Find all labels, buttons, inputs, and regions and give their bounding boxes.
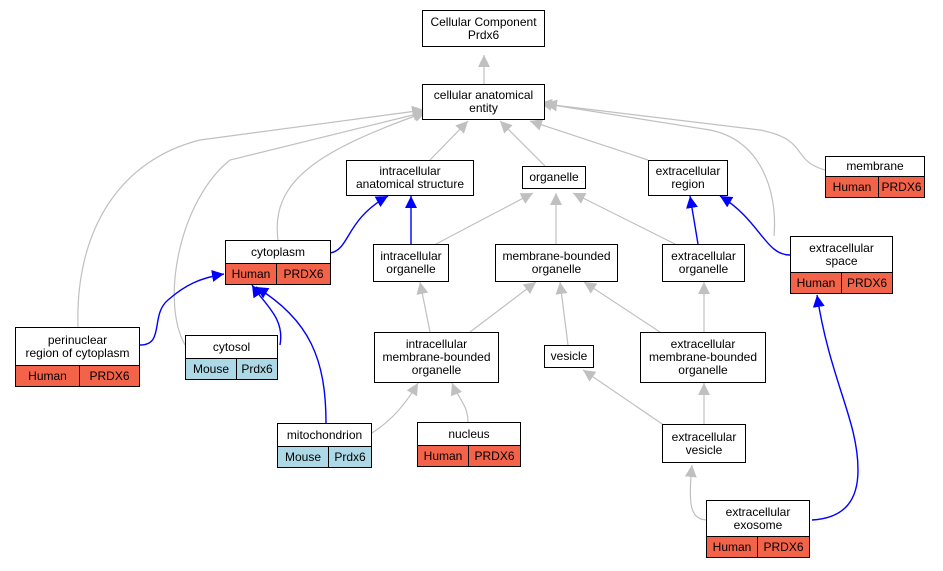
edge-exosome-es bbox=[811, 294, 859, 521]
node-io[interactable]: intracellular organelle bbox=[373, 244, 449, 282]
node-title: organelle bbox=[529, 170, 579, 184]
edge-es-cae bbox=[539, 98, 776, 237]
edge-mito-cytoplasm bbox=[255, 286, 327, 424]
node-title: extracellular organelle bbox=[671, 249, 736, 276]
gene-cell: PRDX6 bbox=[878, 177, 924, 197]
node-ev[interactable]: extracellular vesicle bbox=[662, 424, 746, 463]
gene-cell: Prdx6 bbox=[236, 359, 277, 379]
edge-mito-imbo bbox=[371, 382, 419, 434]
edge-imbo-mbo bbox=[469, 281, 537, 333]
edge-eo-organelle bbox=[572, 192, 676, 245]
node-imbo[interactable]: intracellular membrane-bounded organelle bbox=[374, 332, 499, 383]
species-cell: Human bbox=[707, 537, 757, 557]
edge-membrane-cae bbox=[544, 99, 826, 171]
node-title: mitochondrion bbox=[286, 427, 363, 442]
edge-cytoplasm-cae bbox=[276, 110, 427, 241]
node-title: extracellular region bbox=[655, 164, 721, 191]
node-vesicle[interactable]: vesicle bbox=[544, 345, 594, 368]
edge-es-exreg bbox=[719, 195, 791, 256]
edge-cytosol-cae bbox=[173, 109, 426, 346]
node-title: extracellular exosome bbox=[725, 504, 791, 532]
gene-cell: PRDX6 bbox=[276, 264, 330, 284]
node-title: extracellular vesicle bbox=[671, 429, 737, 457]
node-title: intracellular organelle bbox=[380, 249, 442, 276]
node-title: Cellular Component Prdx6 bbox=[430, 14, 537, 42]
node-exreg[interactable]: extracellular region bbox=[648, 160, 728, 196]
node-root[interactable]: Cellular Component Prdx6 bbox=[422, 10, 545, 47]
edge-exreg-cae bbox=[529, 119, 649, 161]
node-title: membrane-bounded organelle bbox=[502, 249, 611, 276]
species-cell: Mouse bbox=[186, 359, 236, 379]
gene-cell: PRDX6 bbox=[757, 537, 809, 557]
node-embo[interactable]: extracellular membrane-bounded organelle bbox=[640, 332, 766, 383]
species-cell: Human bbox=[16, 366, 79, 386]
edge-perinuclear-cytoplasm bbox=[139, 270, 225, 346]
edge-cytosol-cytoplasm bbox=[251, 284, 282, 346]
gene-cell: PRDX6 bbox=[79, 366, 139, 386]
node-title: intracellular membrane-bounded organelle bbox=[382, 337, 491, 377]
edge-imbo-io bbox=[416, 281, 431, 333]
species-cell: Human bbox=[226, 264, 276, 284]
node-title: vesicle bbox=[550, 349, 588, 363]
node-title: cytosol bbox=[212, 339, 251, 354]
species-cell: Human bbox=[791, 273, 841, 293]
node-cae[interactable]: cellular anatomical entity bbox=[422, 84, 545, 120]
node-mbo[interactable]: membrane-bounded organelle bbox=[495, 244, 618, 282]
node-title: perinuclear region of cytoplasm bbox=[25, 332, 130, 360]
node-title: extracellular space bbox=[809, 240, 874, 268]
gene-cell: PRDX6 bbox=[468, 446, 520, 466]
edge-embo-mbo bbox=[583, 281, 661, 333]
edge-organelle-cae bbox=[499, 120, 546, 167]
edge-eo-exreg bbox=[686, 195, 699, 245]
edge-exosome-ev bbox=[684, 464, 709, 521]
edge-nucleus-imbo bbox=[450, 382, 469, 423]
species-cell: Human bbox=[418, 446, 468, 466]
edge-ev-vesicle bbox=[582, 369, 669, 429]
gene-cell: Prdx6 bbox=[328, 447, 371, 467]
node-organelle[interactable]: organelle bbox=[522, 166, 586, 189]
node-title: intracellular anatomical structure bbox=[355, 164, 465, 191]
node-title: nucleus bbox=[448, 426, 490, 441]
edge-ias-cae bbox=[429, 120, 469, 161]
node-eo[interactable]: extracellular organelle bbox=[662, 244, 745, 282]
node-title: membrane bbox=[846, 159, 904, 173]
node-ias[interactable]: intracellular anatomical structure bbox=[346, 160, 474, 196]
node-title: extracellular membrane-bounded organelle bbox=[648, 337, 758, 377]
species-cell: Mouse bbox=[278, 447, 328, 467]
edge-vesicle-mbo bbox=[555, 281, 569, 346]
node-title: cytoplasm bbox=[250, 244, 306, 259]
species-cell: Human bbox=[826, 177, 878, 197]
edge-perinuclear-cae bbox=[77, 105, 425, 328]
edge-cytoplasm-ias bbox=[329, 195, 389, 254]
node-title: cellular anatomical entity bbox=[433, 88, 534, 115]
gene-cell: PRDX6 bbox=[841, 273, 892, 293]
edge-io-organelle bbox=[435, 192, 534, 245]
